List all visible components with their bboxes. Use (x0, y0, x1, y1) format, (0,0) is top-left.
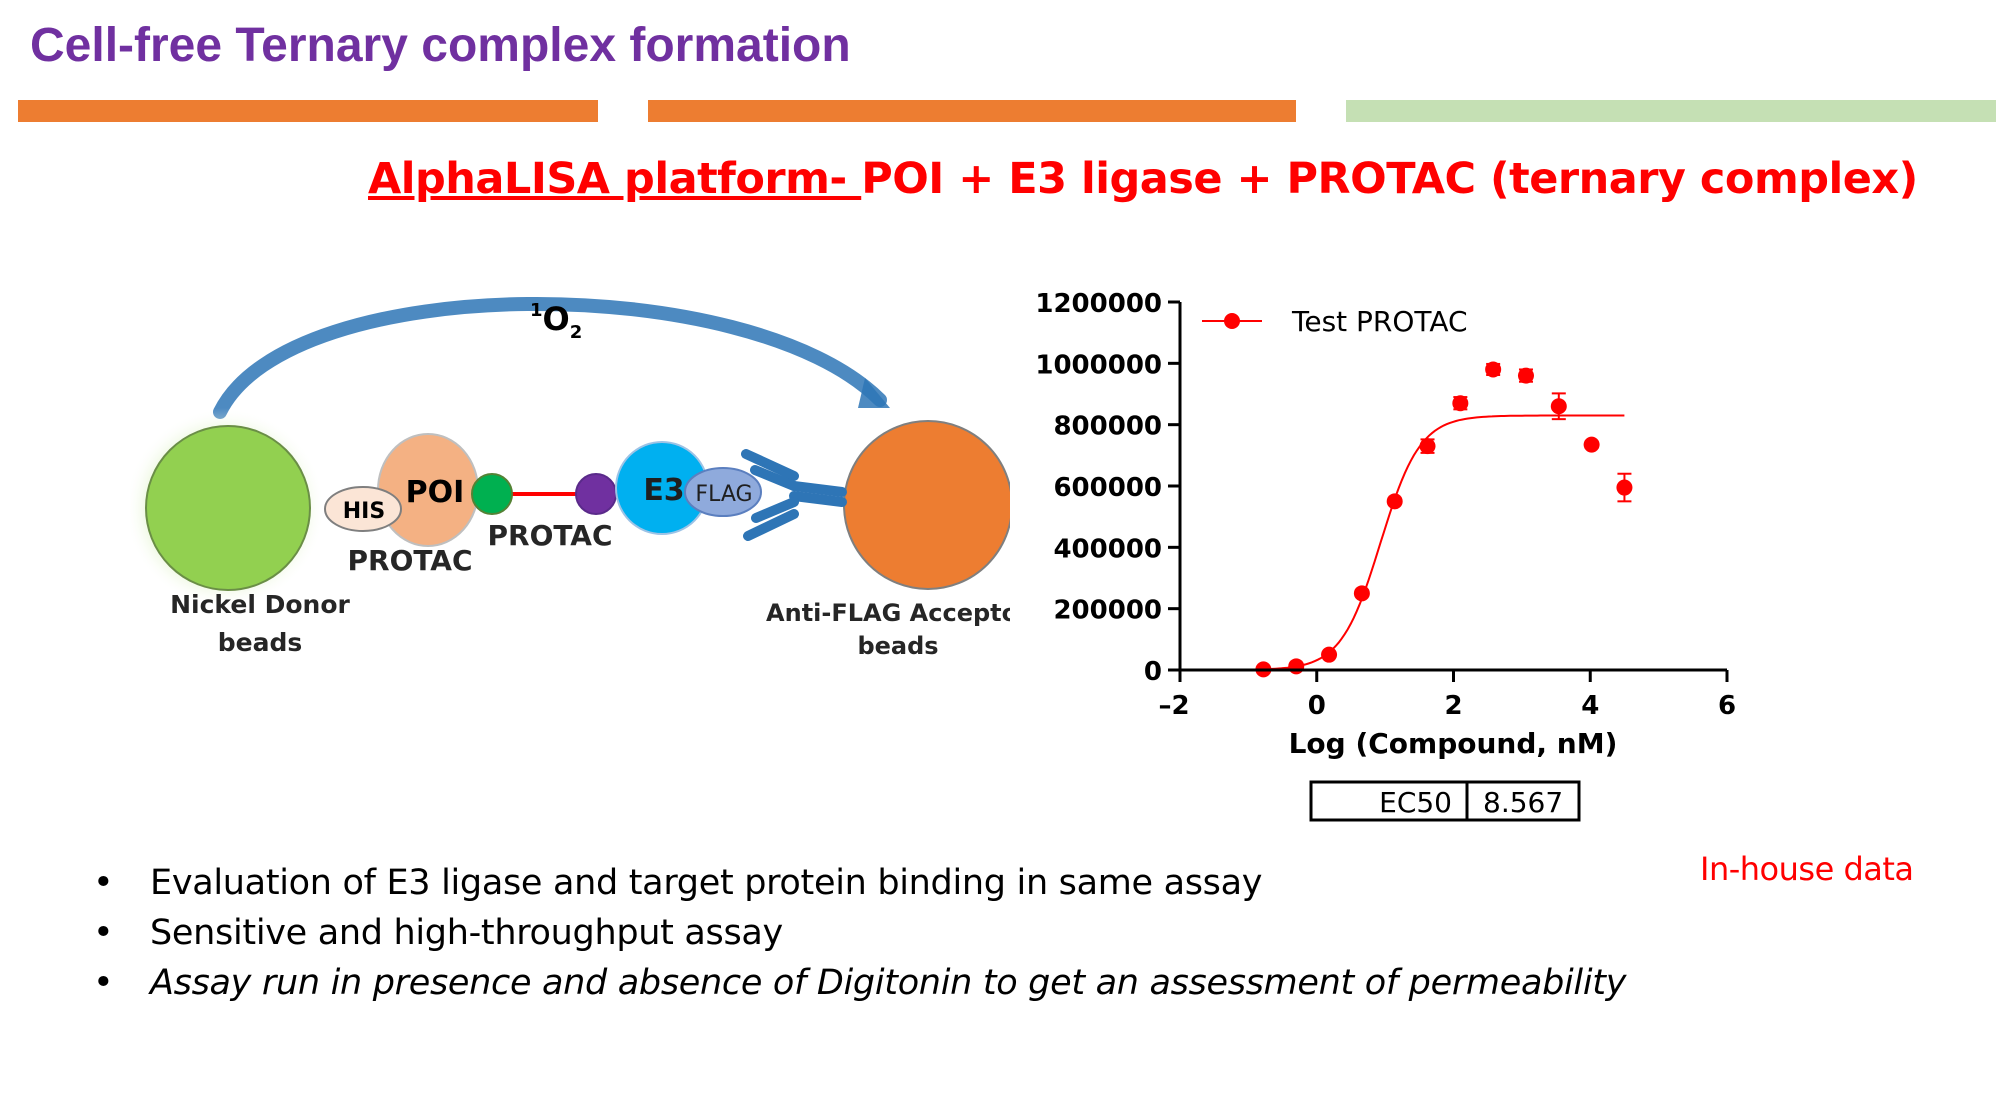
data-point (1616, 479, 1633, 496)
donor-label-line1: Nickel Donor (170, 590, 350, 619)
data-point (1517, 367, 1534, 384)
bullet-item: Sensitive and high-throughput assay (90, 908, 1626, 958)
bullet-list: Evaluation of E3 ligase and target prote… (90, 858, 1626, 1008)
donor-label-line2: beads (218, 628, 303, 657)
data-point (1386, 493, 1403, 510)
header-bar-3 (1346, 100, 1996, 122)
protac-ligand-e3 (575, 473, 617, 515)
flag-label: FLAG (695, 482, 752, 507)
acceptor-label-line1: Anti-FLAG Acceptor (766, 599, 1010, 627)
in-house-data-note: In-house data (1700, 850, 1914, 888)
subtitle-underlined: AlphaLISA platform- (368, 154, 862, 204)
flag-tag (684, 467, 762, 517)
protac-label-center: PROTAC (487, 519, 612, 552)
fit-curve (1263, 414, 1625, 671)
y-tick-label: 400000 (1053, 534, 1162, 564)
x-tick-label: 6 (1718, 691, 1736, 721)
oxygen-transfer-arc (213, 296, 887, 419)
y-tick-label: 600000 (1053, 473, 1162, 503)
data-point (1550, 398, 1567, 415)
y-tick-label: 200000 (1053, 596, 1162, 626)
data-point (1485, 361, 1502, 378)
data-point (1288, 658, 1305, 675)
x-tick-label: –2 (1158, 691, 1189, 721)
protac-ligand-poi (471, 473, 513, 515)
data-point (1321, 646, 1338, 663)
legend-marker (1224, 313, 1240, 329)
bullet-item: Evaluation of E3 ligase and target prote… (90, 858, 1626, 908)
singlet-oxygen-label: 1O2 (530, 300, 582, 343)
oxygen-symbol: O (543, 300, 570, 338)
assay-diagram: 1O2 POI HIS E3 FLAG PROTAC PROTAC Nickel… (130, 296, 1010, 660)
bullet-item: Assay run in presence and absence of Dig… (90, 958, 1626, 1008)
ec50-table: EC50 8.567 (1309, 780, 1581, 822)
his-label: HIS (343, 499, 385, 524)
oxygen-subscript: 2 (570, 322, 583, 343)
dose-response-chart: 020000040000060000080000010000001200000 … (1035, 289, 1736, 822)
ec50-label: EC50 (1379, 786, 1452, 819)
y-tick-label: 1200000 (1035, 289, 1162, 319)
x-tick-label: 0 (1308, 691, 1326, 721)
legend-label: Test PROTAC (1291, 305, 1468, 338)
acceptor-bead (843, 420, 1010, 590)
x-tick-label: 2 (1444, 691, 1462, 721)
data-point (1452, 395, 1469, 412)
subtitle-rest: POI + E3 ligase + PROTAC (ternary comple… (861, 154, 1918, 204)
anti-flag-antibody-icon (741, 449, 847, 541)
legend: Test PROTAC (1202, 305, 1468, 338)
y-tick-label: 800000 (1053, 412, 1162, 442)
protac-label-left: PROTAC (347, 544, 472, 577)
data-point (1583, 436, 1600, 453)
e3-label: E3 (643, 473, 684, 508)
ec50-table-border (1309, 780, 1581, 822)
subtitle: AlphaLISA platform- POI + E3 ligase + PR… (368, 154, 1918, 204)
data-point (1419, 438, 1436, 455)
y-tick-label: 1000000 (1035, 350, 1162, 380)
ec50-value: 8.567 (1483, 786, 1563, 819)
header-bar-2 (648, 100, 1296, 122)
x-axis-label: Log (Compound, nM) (1289, 727, 1618, 760)
slide-title: Cell-free Ternary complex formation (30, 19, 851, 72)
oxygen-superscript: 1 (530, 300, 543, 321)
header-bar-1 (18, 100, 598, 122)
y-tick-label: 0 (1144, 657, 1162, 687)
data-point (1353, 585, 1370, 602)
his-tag (324, 486, 402, 532)
acceptor-label-line2: beads (857, 632, 938, 660)
poi-label: POI (406, 475, 465, 510)
arc-arrowhead-icon (858, 378, 890, 408)
x-tick-label: 4 (1581, 691, 1599, 721)
nickel-donor-bead (145, 425, 311, 591)
